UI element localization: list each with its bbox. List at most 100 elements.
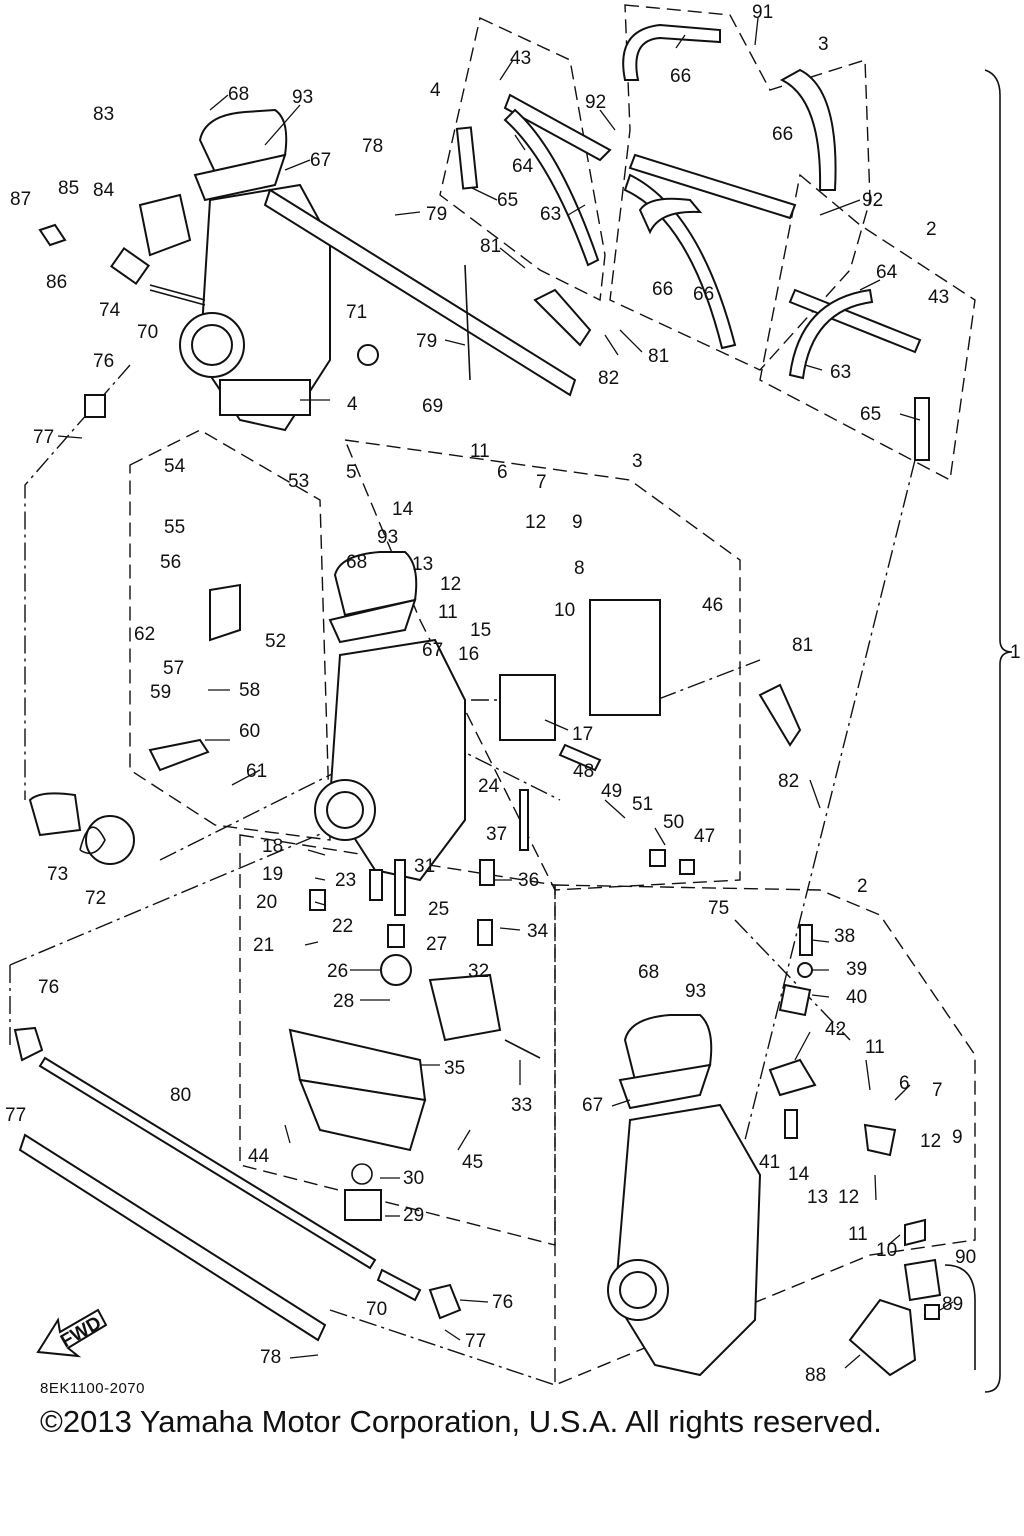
callout: 77 — [5, 1105, 26, 1126]
callout: 57 — [163, 658, 184, 679]
callout: 70 — [366, 1299, 387, 1320]
callout: 30 — [403, 1168, 424, 1189]
callout: 64 — [512, 156, 534, 177]
callout: 11 — [848, 1224, 868, 1245]
callout: 45 — [462, 1152, 483, 1173]
callout: 14 — [788, 1164, 810, 1185]
callout: 19 — [262, 864, 283, 885]
callout: 25 — [428, 899, 449, 920]
leader-lines — [57, 17, 954, 1369]
callout: 3 — [632, 451, 643, 472]
callout: 51 — [632, 794, 653, 815]
callout: 67 — [582, 1095, 603, 1116]
callout: 88 — [805, 1365, 826, 1386]
callout: 84 — [93, 180, 115, 201]
callout: 78 — [362, 136, 383, 157]
callout: 66 — [693, 284, 714, 305]
upper-carburetor — [38, 108, 577, 432]
callout: 38 — [834, 926, 855, 947]
callout: 41 — [759, 1152, 780, 1173]
callout: 91 — [752, 2, 773, 23]
callout: 34 — [527, 921, 549, 942]
callout: 66 — [652, 279, 673, 300]
callout: 18 — [262, 836, 283, 857]
callout: 63 — [830, 362, 851, 383]
callout: 81 — [792, 635, 813, 656]
callout: 22 — [332, 916, 353, 937]
callout: 11 — [470, 441, 490, 462]
callout: 86 — [46, 272, 67, 293]
callout: 66 — [772, 124, 793, 145]
callout: 74 — [99, 300, 121, 321]
callout: 7 — [536, 472, 547, 493]
callout: 39 — [846, 959, 867, 980]
callout: 9 — [952, 1127, 963, 1148]
callout: 78 — [260, 1347, 281, 1368]
callout: 76 — [93, 351, 114, 372]
callout: 37 — [486, 824, 507, 845]
callout: 43 — [928, 287, 949, 308]
callout: 12 — [525, 512, 546, 533]
callout: 54 — [164, 456, 186, 477]
fwd-arrow-icon: FWD — [36, 1308, 108, 1358]
callout: 14 — [392, 499, 414, 520]
callout: 33 — [511, 1095, 532, 1116]
callout: 1 — [1010, 642, 1021, 663]
callout: 92 — [862, 190, 883, 211]
callout: 16 — [458, 644, 479, 665]
callout: 31 — [414, 856, 435, 877]
callout: 32 — [468, 961, 489, 982]
linkage-shafts — [13, 1026, 377, 1342]
callout: 10 — [554, 600, 575, 621]
callout: 67 — [422, 640, 443, 661]
callout: 72 — [85, 888, 106, 909]
diagram-code: 8EK1100-2070 — [40, 1380, 145, 1397]
callout: 71 — [346, 302, 367, 323]
callout: 75 — [708, 898, 729, 919]
callout: 52 — [265, 631, 286, 652]
callout: 81 — [648, 346, 669, 367]
callout: 36 — [518, 870, 539, 891]
lower-carburetor — [376, 924, 976, 1377]
callout: 61 — [246, 761, 267, 782]
callout: 17 — [572, 724, 593, 745]
callout: 65 — [860, 404, 881, 425]
callout: 6 — [899, 1073, 910, 1094]
callout: 90 — [955, 1247, 976, 1268]
callout: 26 — [327, 961, 348, 982]
callout: 79 — [426, 204, 447, 225]
callout: 28 — [333, 991, 354, 1012]
callout: 49 — [601, 781, 622, 802]
callout: 47 — [694, 826, 715, 847]
callout: 77 — [33, 427, 54, 448]
callout: 7 — [932, 1080, 943, 1101]
callout: 82 — [598, 368, 619, 389]
copyright-notice: ©2013 Yamaha Motor Corporation, U.S.A. A… — [40, 1404, 882, 1439]
fwd-label: FWD — [57, 1313, 105, 1353]
callout: 2 — [926, 219, 937, 240]
callout: 68 — [228, 84, 249, 105]
callout: 4 — [430, 80, 441, 101]
callout: 40 — [846, 987, 867, 1008]
callout: 63 — [540, 204, 561, 225]
callout: 67 — [310, 150, 331, 171]
callout: 92 — [585, 92, 606, 113]
callout: 69 — [422, 396, 443, 417]
callout: 77 — [465, 1331, 486, 1352]
callout: 81 — [480, 236, 501, 257]
callout: 68 — [638, 962, 659, 983]
callout: 21 — [253, 935, 274, 956]
callout: 62 — [134, 624, 155, 645]
callout: 8 — [574, 558, 585, 579]
callout: 12 — [920, 1131, 941, 1152]
callout: 24 — [478, 776, 500, 797]
callout: 79 — [416, 331, 437, 352]
callout: 82 — [778, 771, 799, 792]
callout: 23 — [335, 870, 356, 891]
callout: 59 — [150, 682, 171, 703]
callout: 43 — [510, 48, 531, 69]
callout: 13 — [412, 554, 433, 575]
callout: 35 — [444, 1058, 465, 1079]
callout: 42 — [825, 1019, 846, 1040]
callout: 46 — [702, 595, 723, 616]
